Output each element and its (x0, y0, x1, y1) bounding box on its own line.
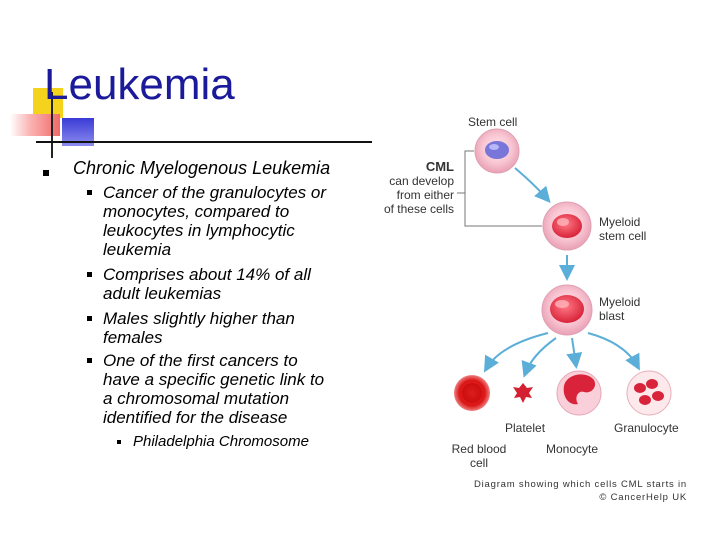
sub-bullet-genetic-link: One of the first cancers to have a speci… (103, 351, 353, 427)
text-line: stem cell (599, 229, 647, 243)
text-line: cell (469, 456, 488, 470)
red-blood-cell-graphic (454, 375, 490, 411)
text-line: Red blood (451, 442, 507, 456)
text-line: © CancerHelp UK (599, 492, 687, 503)
diagram-arrows (483, 167, 640, 378)
text-line: Myeloid (599, 215, 641, 229)
cml-bracket (457, 150, 542, 227)
label-platelet: Platelet (505, 421, 546, 435)
label-stem-cell: Stem cell (468, 115, 518, 129)
sub-bullet-percentage: Comprises about 14% of all adult leukemi… (103, 265, 353, 303)
sub-bullet-males: Males slightly higher than females (103, 309, 353, 347)
label-cml-title: CML (425, 159, 454, 174)
text-line: from either (396, 188, 454, 202)
bullet-cml: Chronic Myelogenous Leukemia (73, 158, 331, 178)
bullet-square (43, 170, 49, 176)
myeloid-blast-graphic (541, 284, 593, 336)
title-rule (36, 141, 372, 143)
text-line: of these cells (383, 202, 454, 216)
sub-bullet-square (87, 358, 92, 363)
granulocyte-graphic (626, 370, 672, 416)
label-myeloid-blast: Myeloid blast (599, 295, 640, 323)
decor-yellow-square (33, 88, 63, 118)
text-line: can develop (389, 174, 454, 188)
label-myeloid-stem-cell: Myeloid stem cell (599, 215, 646, 243)
text-line: identified for the disease (103, 408, 288, 427)
sub-bullet-square (87, 316, 92, 321)
label-monocyte: Monocyte (546, 442, 599, 456)
text-line: One of the first cancers to (103, 351, 298, 370)
text-line: a chromosomal mutation (103, 389, 290, 408)
text-line: females (103, 328, 163, 347)
text-line: leukemia (103, 240, 172, 259)
myeloid-stem-cell-graphic (542, 201, 592, 251)
decor-red-block (10, 114, 60, 136)
text-line: have a specific genetic link to (103, 370, 325, 389)
text-line: Cancer of the granulocytes or (103, 183, 327, 202)
text-line: blast (599, 309, 625, 323)
diagram-credit: Diagram showing which cells CML starts i… (474, 478, 687, 504)
sub-bullet-square (87, 190, 92, 195)
text-line: Myeloid (599, 295, 641, 309)
label-granulocyte: Granulocyte (614, 421, 679, 435)
text-line: Comprises about 14% of all (103, 265, 311, 284)
sub-bullet-granulocytes: Cancer of the granulocytes or monocytes,… (103, 183, 353, 259)
text-line: adult leukemias (103, 284, 222, 303)
monocyte-graphic (556, 370, 602, 416)
text-line: Diagram showing which cells CML starts i… (473, 479, 687, 490)
stem-cell-graphic (474, 128, 520, 174)
decor-vertical-line (51, 92, 53, 158)
text-line: Males slightly higher than (103, 309, 295, 328)
text-line: leukocytes in lymphocytic (103, 221, 295, 240)
sub-sub-bullet-square (117, 440, 121, 444)
label-cml-note: CML can develop from either of these cel… (366, 159, 454, 217)
sub-sub-bullet-philadelphia: Philadelphia Chromosome (133, 433, 309, 450)
platelet-graphic (513, 383, 533, 403)
text-line: monocytes, compared to (103, 202, 290, 221)
label-red-blood-cell: Red blood cell (447, 442, 511, 470)
sub-bullet-square (87, 272, 92, 277)
slide-title: Leukemia (44, 60, 235, 109)
